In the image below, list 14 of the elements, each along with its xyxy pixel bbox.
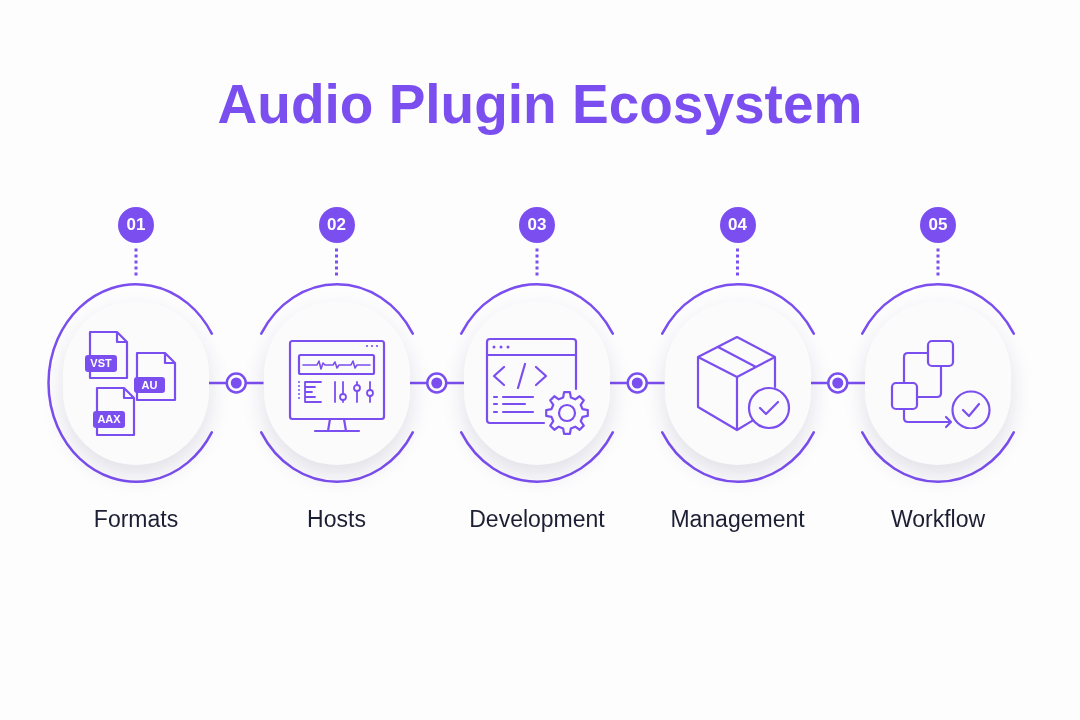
step-number: 04 — [719, 207, 756, 243]
step-number: 05 — [920, 207, 956, 243]
format-tag: AU — [134, 377, 165, 393]
step-number: 02 — [318, 207, 355, 243]
format-tag: AAX — [93, 411, 125, 428]
stage-label: Development — [469, 505, 605, 533]
format-tag: VST — [85, 355, 117, 372]
step-number: 03 — [519, 207, 555, 243]
stage-label: Formats — [93, 505, 179, 533]
stage-label: Workflow — [890, 505, 986, 533]
step-number: 01 — [118, 207, 154, 243]
stage-label: Hosts — [307, 505, 366, 533]
diagram-title: Audio Plugin Ecosystem — [217, 72, 863, 136]
stage-label: Management — [670, 505, 805, 533]
